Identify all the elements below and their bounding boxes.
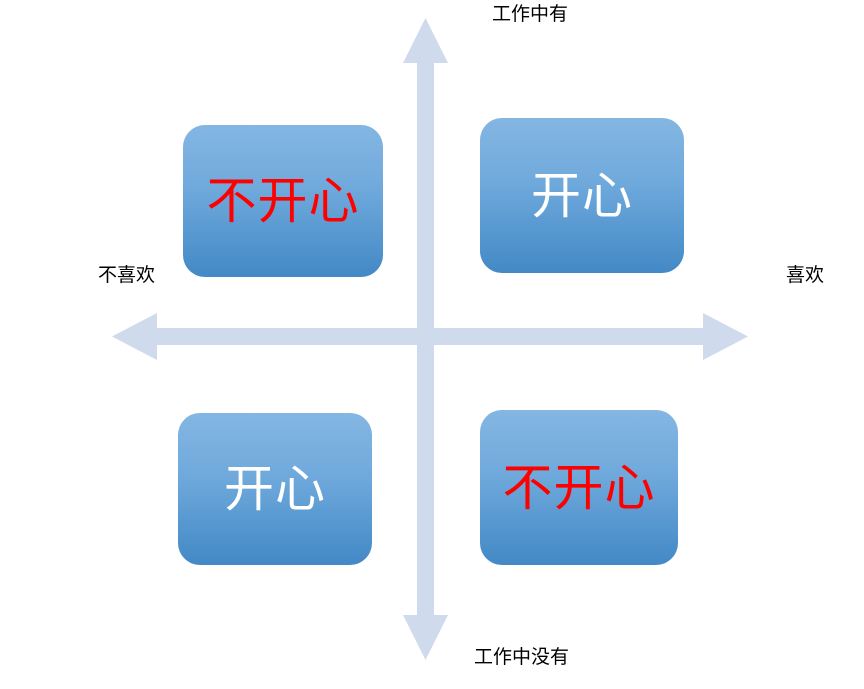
quadrant-box-bottom-left[interactable]: 开心 (178, 413, 372, 565)
quadrant-box-top-left[interactable]: 不开心 (183, 125, 383, 277)
quadrant-label-bottom-right: 不开心 (502, 459, 656, 516)
quadrant-box-top-right[interactable]: 开心 (480, 118, 684, 273)
quadrant-label-bottom-left: 开心 (224, 461, 326, 517)
quadrant-box-bottom-right[interactable]: 不开心 (480, 410, 678, 565)
axis-label-right: 喜欢 (786, 265, 825, 286)
axis-horizontal-left-arrow (112, 313, 417, 360)
quadrant-label-top-left: 不开心 (206, 173, 360, 229)
quadrant-label-top-right: 开心 (531, 167, 633, 224)
axis-vertical-arrow (403, 18, 448, 329)
axis-vertical-down-arrow (403, 344, 448, 660)
axis-label-top: 工作中有 (492, 4, 569, 25)
axis-center-junction (417, 328, 434, 345)
axis-label-left: 不喜欢 (98, 265, 156, 286)
axis-horizontal-right-arrow (434, 313, 748, 360)
axis-label-bottom: 工作中没有 (474, 647, 570, 668)
